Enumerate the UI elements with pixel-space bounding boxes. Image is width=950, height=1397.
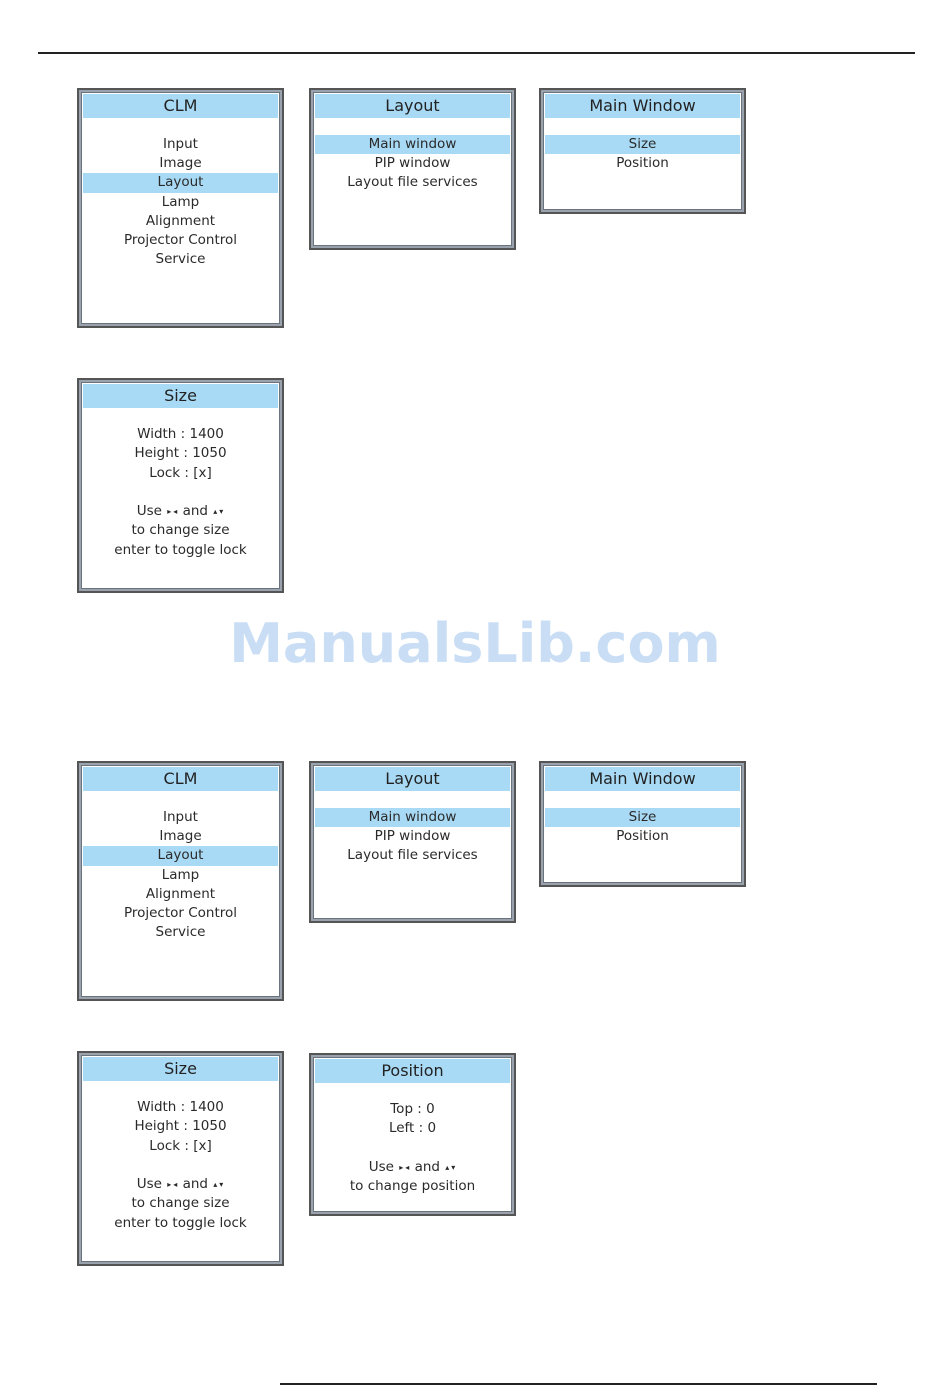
instruction-change-size: to change size (131, 1195, 230, 1212)
and-label: and (182, 1176, 208, 1193)
down-arrow-icon: ▾ (219, 1180, 224, 1190)
menu-title: Main Window (545, 94, 740, 118)
right-arrow-icon: ▸ (167, 1180, 172, 1190)
main-window-menu: Main Window Size Position (539, 761, 746, 887)
spacer (83, 1156, 278, 1175)
menu-item-lamp[interactable]: Lamp (161, 866, 200, 883)
menu-item-projector-control[interactable]: Projector Control (123, 231, 238, 248)
instruction-change-position: to change position (349, 1178, 476, 1195)
use-label: Use (136, 1176, 162, 1193)
menu-title: CLM (83, 767, 278, 791)
left-arrow-icon: ◂ (173, 507, 178, 517)
instruction-line: Use ▸◂ and ▴▾ (315, 1158, 510, 1177)
left-arrow-icon: ◂ (173, 1180, 178, 1190)
menu-item-lamp[interactable]: Lamp (161, 193, 200, 210)
lock-value: Lock : [x] (149, 464, 212, 481)
up-arrow-icon: ▴ (445, 1162, 450, 1172)
left-value: Left : 0 (388, 1120, 437, 1137)
menu-item-alignment[interactable]: Alignment (145, 212, 216, 229)
use-label: Use (368, 1158, 394, 1175)
instruction-line: Use ▸◂ and ▴▾ (83, 502, 278, 521)
layout-menu: Layout Main window PIP window Layout fil… (309, 88, 516, 250)
menu-item-layout[interactable]: Layout (83, 173, 278, 193)
menu-title: Layout (315, 767, 510, 791)
spacer (315, 1139, 510, 1158)
top-value: Top : 0 (390, 1101, 435, 1117)
top-rule (38, 52, 915, 54)
menu-title: Main Window (545, 767, 740, 791)
watermark: ManualsLib.com (229, 612, 721, 675)
height-value: Height : 1050 (134, 445, 227, 462)
layout-menu: Layout Main window PIP window Layout fil… (309, 761, 516, 923)
lock-value: Lock : [x] (149, 1137, 212, 1154)
and-label: and (414, 1158, 440, 1175)
menu-item-input[interactable]: Input (163, 136, 198, 152)
menu-item-size[interactable]: Size (545, 135, 740, 155)
menu-item-alignment[interactable]: Alignment (145, 885, 216, 902)
position-dialog: Position Top : 0 Left : 0 Use ▸◂ and ▴▾ … (309, 1053, 516, 1216)
menu-item-service[interactable]: Service (155, 924, 206, 941)
menu-item-image[interactable]: Image (159, 155, 202, 172)
right-arrow-icon: ▸ (399, 1162, 404, 1172)
instruction-toggle-lock: enter to toggle lock (114, 541, 247, 558)
menu-item-layout-file-services[interactable]: Layout file services (347, 174, 478, 191)
instruction-toggle-lock: enter to toggle lock (114, 1214, 247, 1231)
down-arrow-icon: ▾ (451, 1162, 456, 1172)
menu-item-projector-control[interactable]: Projector Control (123, 904, 238, 921)
up-arrow-icon: ▴ (213, 507, 218, 517)
spacer (83, 483, 278, 502)
menu-item-service[interactable]: Service (155, 251, 206, 268)
down-arrow-icon: ▾ (219, 507, 224, 517)
right-arrow-icon: ▸ (167, 507, 172, 517)
menu-item-main-window[interactable]: Main window (315, 808, 510, 828)
width-value: Width : 1400 (137, 1099, 224, 1115)
menu-item-pip-window[interactable]: PIP window (374, 828, 451, 845)
menu-item-image[interactable]: Image (159, 828, 202, 845)
menu-item-position[interactable]: Position (616, 155, 669, 172)
menu-item-layout[interactable]: Layout (83, 846, 278, 866)
menu-item-size[interactable]: Size (545, 808, 740, 828)
menu-item-position[interactable]: Position (616, 828, 669, 845)
instruction-change-size: to change size (131, 522, 230, 539)
menu-title: Position (315, 1059, 510, 1083)
up-arrow-icon: ▴ (213, 1180, 218, 1190)
width-value: Width : 1400 (137, 426, 224, 442)
menu-title: Layout (315, 94, 510, 118)
size-dialog: Size Width : 1400 Height : 1050 Lock : [… (77, 378, 284, 593)
menu-item-pip-window[interactable]: PIP window (374, 155, 451, 172)
menu-title: CLM (83, 94, 278, 118)
menu-title: Size (83, 1057, 278, 1081)
use-label: Use (136, 503, 162, 520)
menu-item-input[interactable]: Input (163, 809, 198, 825)
menu-item-layout-file-services[interactable]: Layout file services (347, 847, 478, 864)
left-arrow-icon: ◂ (405, 1162, 410, 1172)
bottom-rule (280, 1383, 877, 1385)
and-label: and (182, 503, 208, 520)
main-window-menu: Main Window Size Position (539, 88, 746, 214)
clm-menu: CLM Input Image Layout Lamp Alignment Pr… (77, 761, 284, 1001)
menu-title: Size (83, 384, 278, 408)
size-dialog: Size Width : 1400 Height : 1050 Lock : [… (77, 1051, 284, 1266)
clm-menu: CLM Input Image Layout Lamp Alignment Pr… (77, 88, 284, 328)
height-value: Height : 1050 (134, 1118, 227, 1135)
instruction-line: Use ▸◂ and ▴▾ (83, 1175, 278, 1194)
menu-item-main-window[interactable]: Main window (315, 135, 510, 155)
